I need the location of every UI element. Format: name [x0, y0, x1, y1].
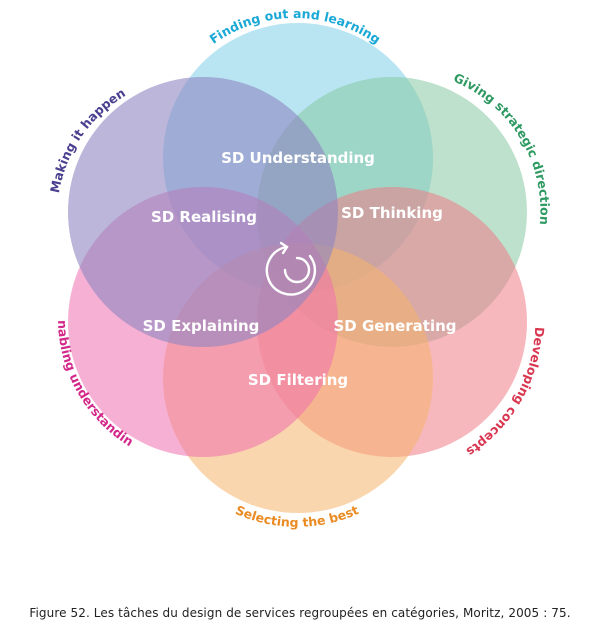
label-sd-understanding: SD Understanding [221, 149, 375, 167]
label-sd-explaining: SD Explaining [143, 317, 260, 335]
service-design-venn-diagram: SD Understanding SD Thinking SD Generati… [0, 0, 552, 530]
label-sd-generating: SD Generating [333, 317, 456, 335]
label-sd-realising: SD Realising [151, 208, 257, 226]
label-sd-thinking: SD Thinking [341, 204, 443, 222]
circular-arrow-spiral-icon [265, 241, 317, 296]
label-sd-filtering: SD Filtering [248, 371, 348, 389]
petal-labels: SD Understanding SD Thinking SD Generati… [143, 149, 457, 389]
petal-circles [68, 23, 527, 513]
petal-realising [68, 77, 338, 347]
figure-caption: Figure 52. Les tâches du design de servi… [29, 606, 571, 620]
